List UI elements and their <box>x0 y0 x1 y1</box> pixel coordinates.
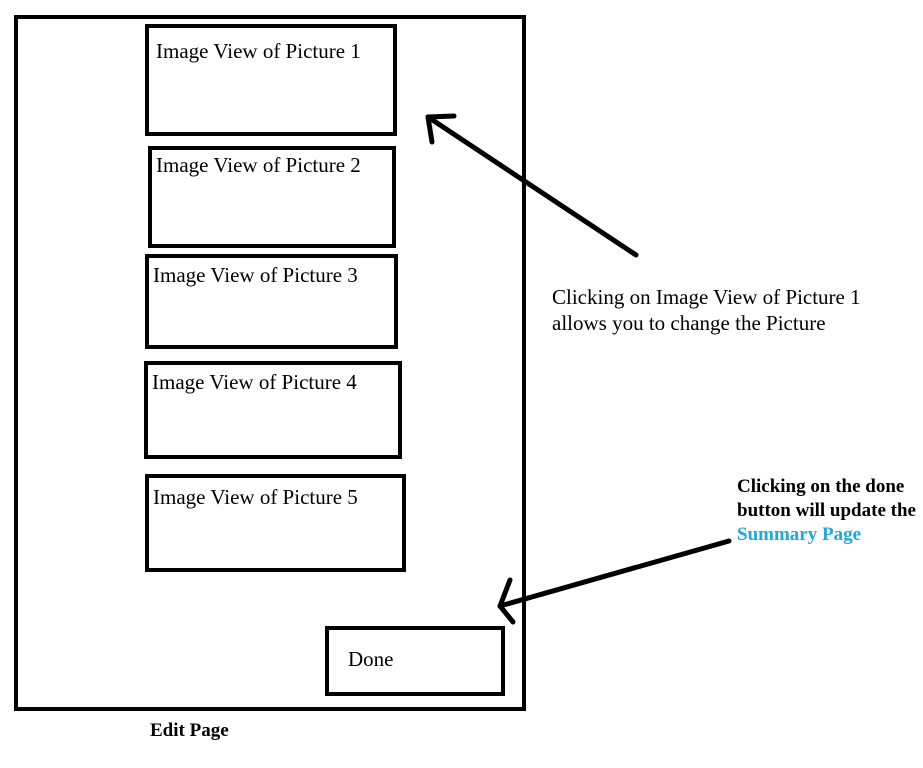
image-view-label: Image View of Picture 3 <box>153 263 358 287</box>
arrow-icon <box>497 538 732 625</box>
image-view-picture-4[interactable]: Image View of Picture 4 <box>144 361 402 459</box>
done-annotation-text: Clicking on the done button will update … <box>737 476 916 521</box>
image-view-picture-2[interactable]: Image View of Picture 2 <box>148 146 396 248</box>
image-view-picture-3[interactable]: Image View of Picture 3 <box>145 254 398 349</box>
image-view-picture-1[interactable]: Image View of Picture 1 <box>145 24 397 136</box>
done-button[interactable]: Done <box>325 626 505 696</box>
edit-page-frame <box>14 15 526 711</box>
done-button-label: Done <box>348 647 394 671</box>
image-view-annotation: Clicking on Image View of Picture 1 allo… <box>552 285 861 335</box>
done-annotation: Clicking on the done button will update … <box>737 475 922 547</box>
image-view-label: Image View of Picture 2 <box>156 153 361 177</box>
image-view-picture-5[interactable]: Image View of Picture 5 <box>145 474 406 572</box>
image-view-label: Image View of Picture 5 <box>153 485 358 509</box>
summary-page-link-text: Summary Page <box>737 524 862 545</box>
arrow-shaft-to-done <box>497 538 732 609</box>
image-view-label: Image View of Picture 1 <box>156 39 361 63</box>
image-view-label: Image View of Picture 4 <box>152 370 357 394</box>
page-caption: Edit Page <box>150 720 229 741</box>
